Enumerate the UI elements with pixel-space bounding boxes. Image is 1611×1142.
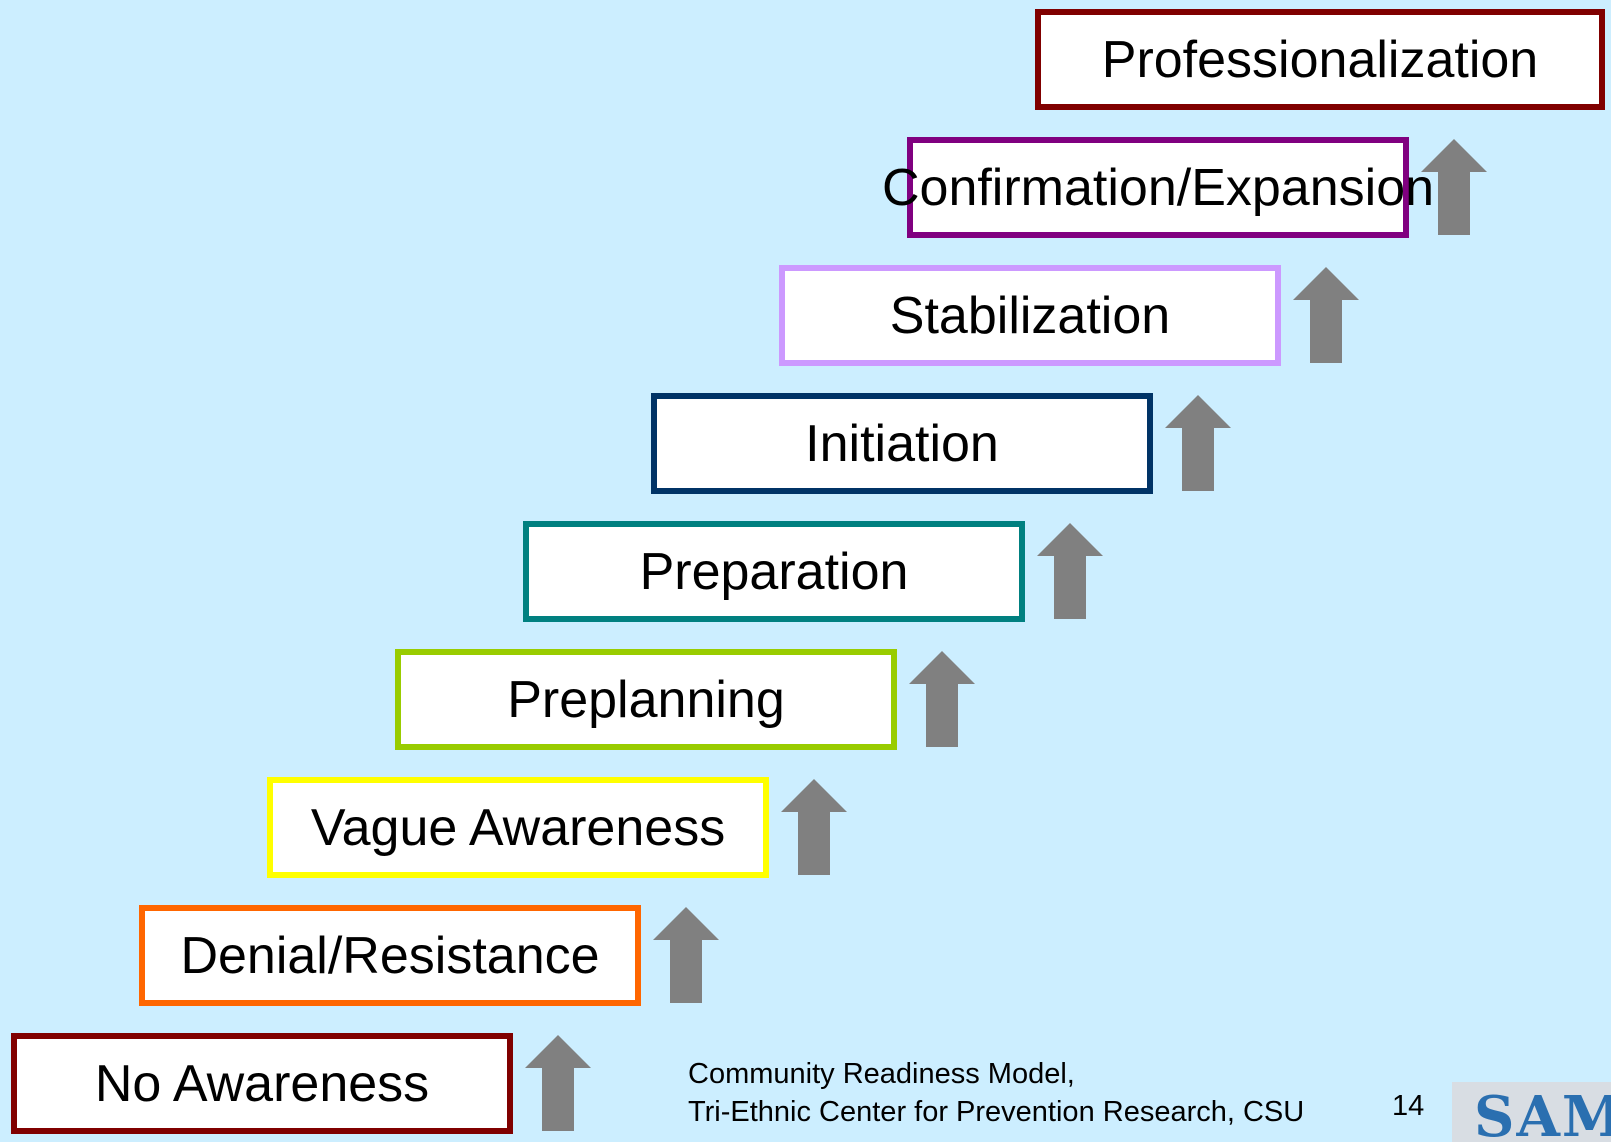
stage-professionalization: Professionalization: [1035, 9, 1605, 110]
citation-line-1: Community Readiness Model,: [688, 1058, 1075, 1090]
up-arrow-icon: [653, 907, 719, 1003]
citation: Community Readiness Model, Tri-Ethnic Ce…: [688, 1055, 1304, 1131]
up-arrow-icon: [525, 1035, 591, 1131]
stage-confirmation-expansion: Confirmation/Expansion: [882, 137, 1434, 238]
citation-line-2: Tri-Ethnic Center for Prevention Researc…: [688, 1096, 1305, 1128]
up-arrow-icon: [1293, 267, 1359, 363]
page-number: 14: [1392, 1090, 1425, 1122]
stage-denial-resistance: Denial/Resistance: [139, 905, 641, 1006]
stage-stabilization: Stabilization: [779, 265, 1281, 366]
logo-text: SAMH: [1474, 1084, 1611, 1142]
up-arrow-icon: [909, 651, 975, 747]
stage-preplanning: Preplanning: [395, 649, 897, 750]
stage-preparation: Preparation: [523, 521, 1025, 622]
up-arrow-icon: [1037, 523, 1103, 619]
up-arrow-icon: [781, 779, 847, 875]
up-arrow-icon: [1165, 395, 1231, 491]
stage-no-awareness: No Awareness: [11, 1033, 513, 1134]
samhsa-logo: SAMH: [1452, 1082, 1611, 1142]
stage-vague-awareness: Vague Awareness: [267, 777, 769, 878]
stage-initiation: Initiation: [651, 393, 1153, 494]
up-arrow-icon: [1421, 139, 1487, 235]
